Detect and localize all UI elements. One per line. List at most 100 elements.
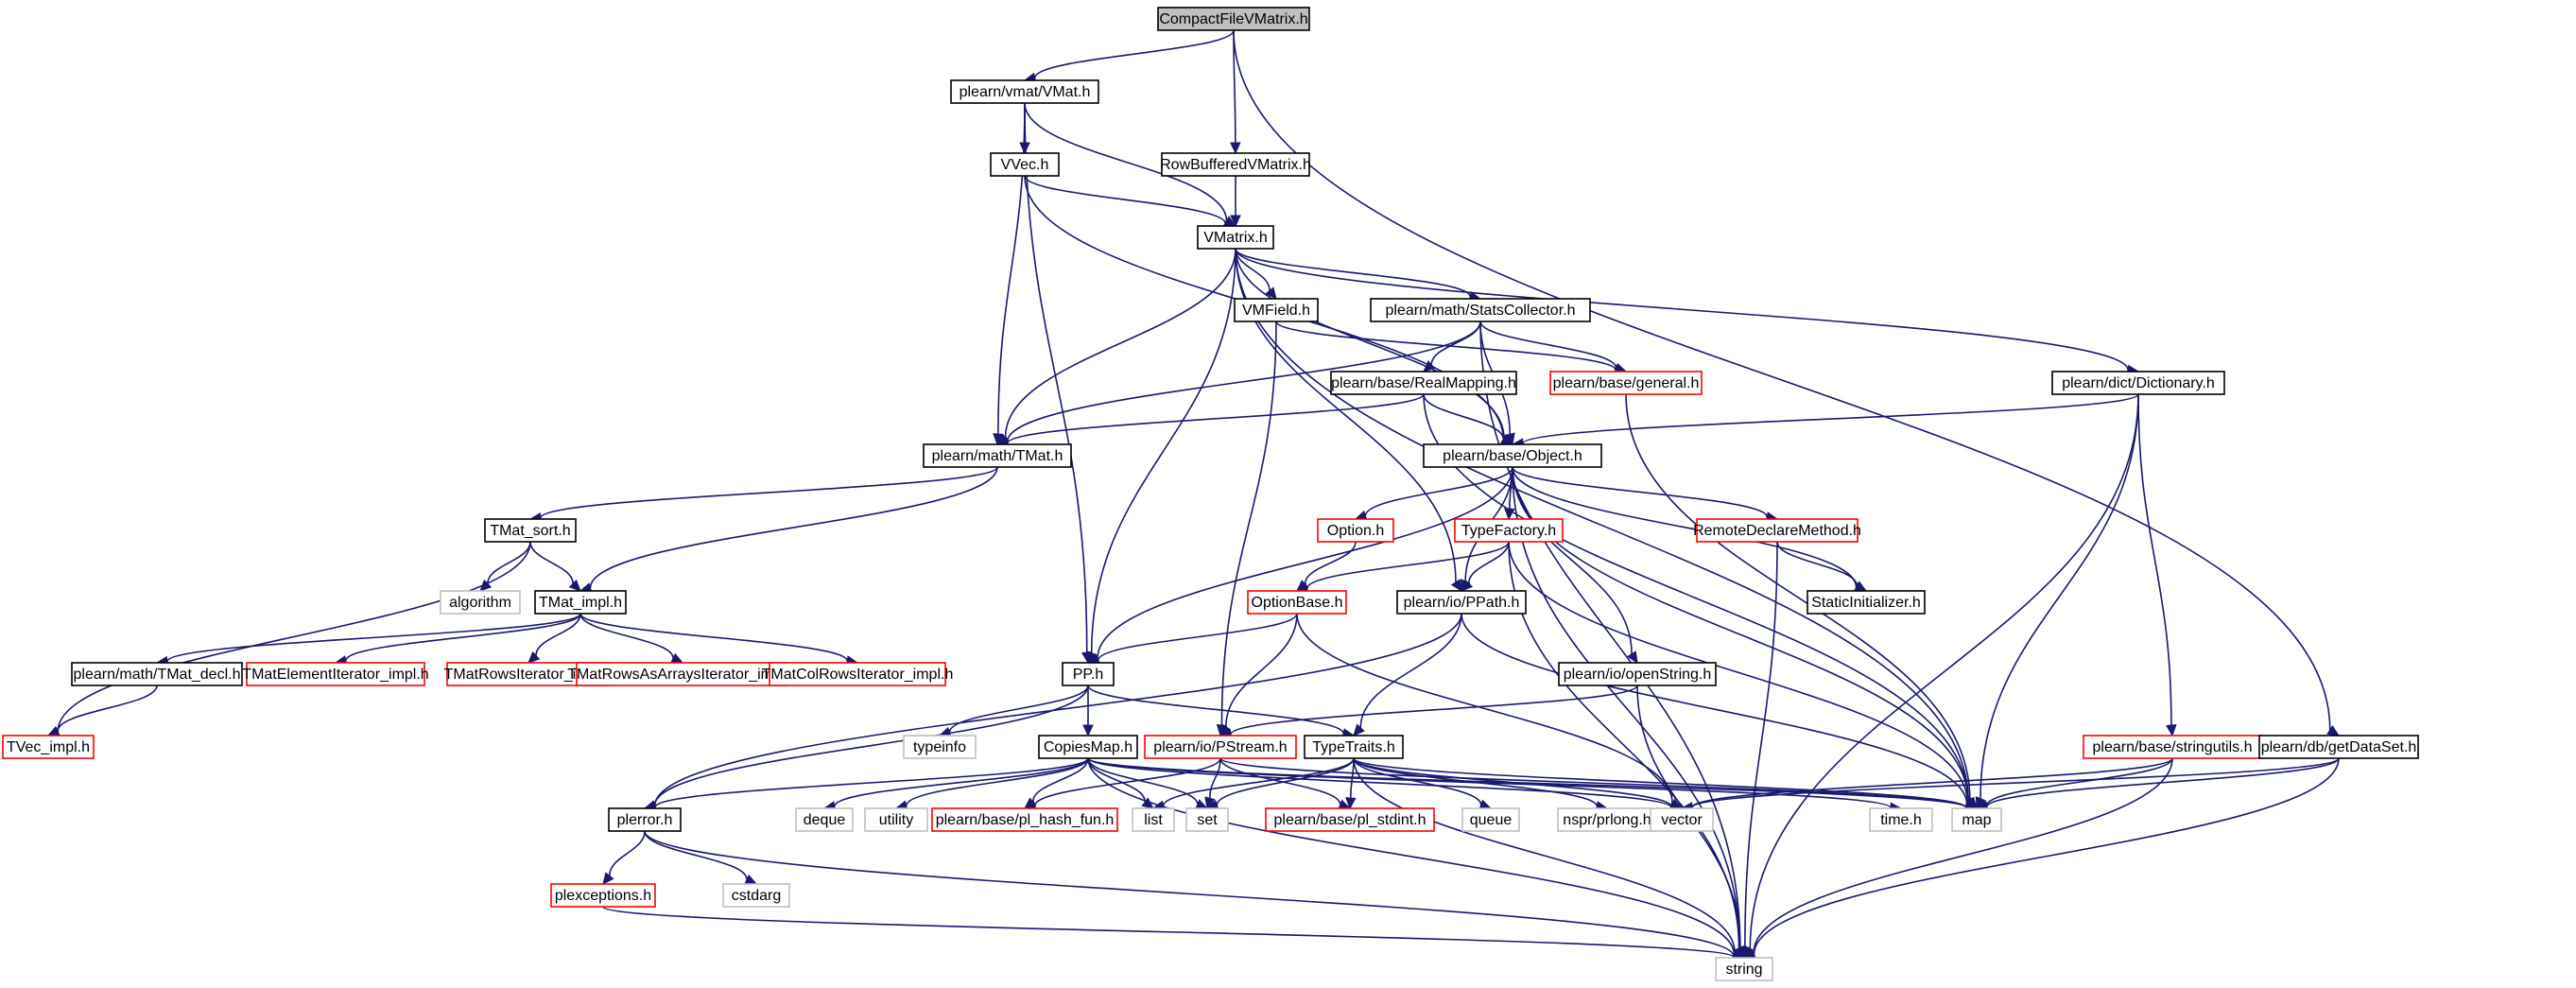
- node-openString-h[interactable]: plearn/io/openString.h: [1558, 662, 1717, 686]
- node-label: VMField.h: [1242, 303, 1310, 319]
- node-time-h: time.h: [1869, 807, 1933, 832]
- node-set: set: [1185, 807, 1229, 832]
- node-label: typeinfo: [913, 739, 966, 755]
- edge-TMat_impl_h-to-TMatRowsAsArraysIterator_impl_h: [579, 613, 684, 664]
- node-TVec-impl-h[interactable]: TVec_impl.h: [2, 735, 95, 759]
- edge-TMat_sort_h-to-TMat_impl_h: [529, 541, 581, 592]
- edge-Option_h-to-OptionBase_h: [1296, 541, 1357, 592]
- node-label: plearn/base/Object.h: [1443, 448, 1582, 464]
- edge-Dictionary_h-to-Object_h: [1511, 393, 2139, 449]
- edge-CopiesMap_h-to-map: [1087, 757, 1979, 814]
- node-plexceptions-h[interactable]: plexceptions.h: [550, 883, 656, 908]
- edge-CopiesMap_h-to-set: [1087, 757, 1209, 809]
- node-label: plearn/io/openString.h: [1564, 667, 1712, 683]
- node-CopiesMap-h[interactable]: CopiesMap.h: [1038, 735, 1138, 759]
- node-string: string: [1715, 957, 1773, 981]
- node-pl-stdint-h[interactable]: plearn/base/pl_stdint.h: [1265, 807, 1435, 832]
- node-PStream-h[interactable]: plearn/io/PStream.h: [1144, 735, 1297, 759]
- node-pl-hash-fun-h[interactable]: plearn/base/pl_hash_fun.h: [931, 807, 1118, 832]
- node-label: plearn/math/TMat.h: [932, 448, 1063, 464]
- edge-plerror_h-to-plexceptions_h: [602, 830, 646, 885]
- node-label: plearn/base/stringutils.h: [2093, 739, 2253, 755]
- node-label: utility: [879, 812, 913, 828]
- node-TMat-decl-h[interactable]: plearn/math/TMat_decl.h: [71, 662, 243, 686]
- node-StaticInitializer-h[interactable]: StaticInitializer.h: [1807, 590, 1926, 615]
- edge-CopiesMap_h-to-plerror_h: [643, 757, 1089, 813]
- node-general-h[interactable]: plearn/base/general.h: [1549, 371, 1703, 395]
- edge-Dictionary_h-to-stringutils_h: [2137, 393, 2177, 737]
- edge-CompactFileVMatrix_h-to-RowBufferedVMatrix_h: [1230, 29, 1241, 155]
- node-deque: deque: [795, 807, 854, 832]
- edge-stringutils_h-to-string: [1742, 757, 2173, 959]
- node-label: VMatrix.h: [1203, 230, 1268, 246]
- edge-RowBufferedVMatrix_h-to-VMatrix_h: [1230, 176, 1241, 228]
- node-getDataSet-h[interactable]: plearn/db/getDataSet.h: [2258, 735, 2419, 759]
- node-label: plexceptions.h: [555, 888, 651, 904]
- node-TypeFactory-h[interactable]: TypeFactory.h: [1454, 518, 1564, 543]
- node-label: TMat_sort.h: [490, 523, 570, 539]
- node-label: TMatRowsIterator_impl.h: [444, 667, 614, 683]
- node-VVec-h[interactable]: VVec.h: [990, 152, 1060, 177]
- node-Option-h[interactable]: Option.h: [1317, 518, 1394, 543]
- node-label: deque: [804, 812, 846, 828]
- node-label: vector: [1661, 812, 1703, 828]
- node-TypeTraits-h[interactable]: TypeTraits.h: [1304, 735, 1404, 759]
- node-TMatColRowsIterator-impl-h[interactable]: TMatColRowsIterator_impl.h: [762, 662, 954, 686]
- node-label: RowBufferedVMatrix.h: [1160, 157, 1311, 173]
- edge-PP_h-to-plerror_h: [643, 685, 1089, 811]
- node-label: cstdarg: [732, 888, 781, 904]
- node-cstdarg: cstdarg: [722, 883, 790, 908]
- node-label: PP.h: [1073, 667, 1104, 683]
- node-CompactFileVMatrix-h[interactable]: CompactFileVMatrix.h: [1157, 7, 1310, 31]
- node-stringutils-h[interactable]: plearn/base/stringutils.h: [2083, 735, 2262, 759]
- node-VMatrix-h[interactable]: VMatrix.h: [1197, 225, 1274, 250]
- node-StatsCollector-h[interactable]: plearn/math/StatsCollector.h: [1370, 298, 1591, 322]
- edge-Object_h-to-PP_h: [1086, 466, 1513, 664]
- node-PPath-h[interactable]: plearn/io/PPath.h: [1396, 590, 1527, 615]
- edge-plerror_h-to-string: [644, 830, 1746, 962]
- node-TMat-impl-h[interactable]: TMat_impl.h: [534, 590, 627, 615]
- edge-Object_h-to-RemoteDeclareMethod_h: [1512, 466, 1779, 523]
- node-vector: vector: [1650, 807, 1714, 832]
- node-label: TMatRowsAsArraysIterator_impl.h: [567, 667, 798, 683]
- edge-CopiesMap_h-to-deque: [822, 757, 1089, 812]
- edge-TMat_decl_h-to-TVec_impl_h: [46, 685, 158, 737]
- edge-TMat_impl_h-to-TMat_decl_h: [155, 613, 581, 667]
- node-TMatElementIterator-impl-h[interactable]: TMatElementIterator_impl.h: [242, 662, 429, 686]
- edge-PP_h-to-CopiesMap_h: [1082, 685, 1094, 737]
- node-label: time.h: [1880, 812, 1922, 828]
- node-RowBufferedVMatrix-h[interactable]: RowBufferedVMatrix.h: [1160, 152, 1311, 177]
- node-label: CopiesMap.h: [1044, 739, 1132, 755]
- node-Object-h[interactable]: plearn/base/Object.h: [1423, 443, 1602, 468]
- edge-Object_h-to-Option_h: [1354, 466, 1513, 521]
- node-label: TMatColRowsIterator_impl.h: [762, 667, 954, 683]
- node-algorithm: algorithm: [440, 590, 521, 615]
- node-RemoteDeclareMethod-h[interactable]: RemoteDeclareMethod.h: [1693, 518, 1861, 543]
- node-label: VVec.h: [1001, 157, 1049, 173]
- edge-OptionBase_h-to-PP_h: [1086, 613, 1298, 666]
- node-label: plearn/base/general.h: [1553, 375, 1700, 391]
- node-TMatRowsAsArraysIterator-impl-h[interactable]: TMatRowsAsArraysIterator_impl.h: [567, 662, 798, 686]
- edge-TypeFactory_h-to-PPath_h: [1461, 541, 1510, 592]
- node-plerror-h[interactable]: plerror.h: [608, 807, 682, 832]
- node-label: CompactFileVMatrix.h: [1159, 11, 1307, 27]
- node-label: TMat_impl.h: [539, 595, 622, 611]
- node-label: plearn/dict/Dictionary.h: [2062, 375, 2215, 391]
- node-label: plearn/base/RealMapping.h: [1331, 375, 1516, 391]
- node-OptionBase-h[interactable]: OptionBase.h: [1247, 590, 1347, 615]
- edge-Dictionary_h-to-map: [1975, 393, 2139, 810]
- node-TMat-sort-h[interactable]: TMat_sort.h: [484, 518, 577, 543]
- node-Dictionary-h[interactable]: plearn/dict/Dictionary.h: [2051, 371, 2225, 395]
- edge-VMatrix_h-to-PP_h: [1086, 248, 1236, 665]
- node-label: plearn/io/PPath.h: [1404, 595, 1520, 611]
- node-VMField-h[interactable]: VMField.h: [1234, 298, 1319, 322]
- edge-CompactFileVMatrix_h-to-VMat_h: [1023, 29, 1235, 83]
- node-RealMapping-h[interactable]: plearn/base/RealMapping.h: [1330, 371, 1517, 395]
- edge-VMat_h-to-PP_h: [1024, 102, 1093, 665]
- node-VMat-h[interactable]: plearn/vmat/VMat.h: [950, 79, 1099, 104]
- node-label: list: [1144, 812, 1163, 828]
- node-PP-h[interactable]: PP.h: [1062, 662, 1115, 686]
- node-label: plearn/base/pl_stdint.h: [1274, 812, 1426, 828]
- edge-PPath_h-to-TypeTraits_h: [1353, 613, 1462, 737]
- node-TMat-h[interactable]: plearn/math/TMat.h: [923, 443, 1072, 468]
